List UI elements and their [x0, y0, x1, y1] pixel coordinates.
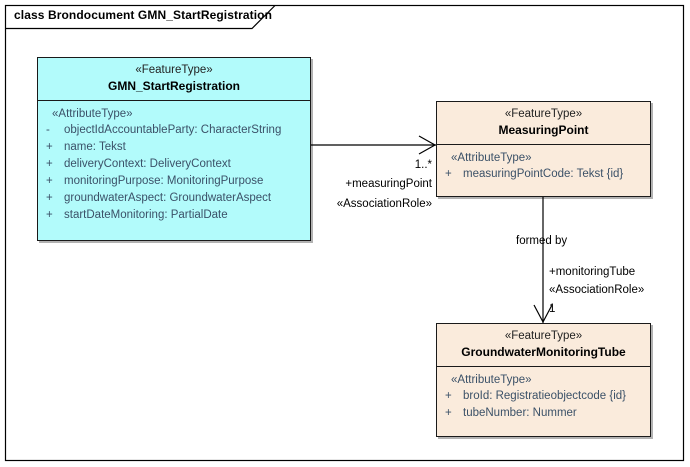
attribute-text: measuringPointCode: Tekst {id}	[463, 168, 624, 180]
assoc-monitoringtube-name: formed by	[516, 235, 568, 247]
attribute-row: + deliveryContext: DeliveryContext	[42, 156, 306, 173]
class-stereotype: «FeatureType»	[504, 330, 583, 342]
attribute-visibility: -	[46, 124, 50, 136]
class-attributes-gmn-startregistration: «AttributeType» - objectIdAccountablePart…	[38, 101, 310, 229]
assoc-measuringpoint-role: +measuringPoint	[345, 178, 432, 190]
attribute-row: - objectIdAccountableParty: CharacterStri…	[42, 122, 306, 139]
attribute-compartment-stereotype: «AttributeType»	[52, 108, 133, 120]
class-box-gmn-startregistration[interactable]: «FeatureType» GMN_StartRegistration «Att…	[37, 57, 311, 241]
attribute-visibility: +	[46, 141, 53, 153]
attribute-visibility: +	[445, 407, 452, 419]
assoc-measuringpoint-multiplicity: 1..*	[414, 159, 432, 171]
class-header-measuringpoint: «FeatureType» MeasuringPoint	[437, 102, 650, 145]
attribute-compartment-stereotype: «AttributeType»	[451, 152, 532, 164]
class-box-groundwatermonitoringtube[interactable]: «FeatureType» GroundwaterMonitoringTube …	[436, 323, 651, 437]
assoc-measuringpoint-arrowhead	[418, 135, 437, 155]
class-attributes-groundwatermonitoringtube: «AttributeType» + broId: Registratieobjec…	[437, 367, 650, 427]
attribute-text: groundwaterAspect: GroundwaterAspect	[64, 192, 272, 204]
class-header-groundwatermonitoringtube: «FeatureType» GroundwaterMonitoringTube	[437, 324, 650, 367]
attribute-row: + tubeNumber: Nummer	[441, 405, 646, 422]
class-name: MeasuringPoint	[498, 123, 589, 137]
class-stereotype: «FeatureType»	[504, 108, 583, 120]
attribute-text: startDateMonitoring: PartialDate	[64, 209, 228, 221]
attribute-row: + broId: Registratieobjectcode {id}	[441, 388, 646, 405]
attribute-text: monitoringPurpose: MonitoringPurpose	[64, 175, 264, 187]
attribute-visibility: +	[46, 175, 53, 187]
attribute-visibility: +	[445, 168, 452, 180]
attribute-text: objectIdAccountableParty: CharacterStrin…	[64, 124, 282, 136]
diagram-title: class Brondocument GMN_StartRegistration	[14, 8, 273, 22]
assoc-measuringpoint-role-stereotype: «AssociationRole»	[336, 198, 432, 210]
attribute-compartment-stereotype: «AttributeType»	[451, 374, 532, 386]
attribute-text: name: Tekst	[64, 141, 126, 153]
assoc-monitoringtube-role-stereotype: «AssociationRole»	[549, 284, 645, 296]
class-stereotype: «FeatureType»	[135, 64, 213, 76]
class-header-gmn-startregistration: «FeatureType» GMN_StartRegistration	[38, 58, 310, 101]
attribute-visibility: +	[46, 192, 53, 204]
class-name: GroundwaterMonitoringTube	[461, 345, 626, 359]
attribute-visibility: +	[46, 158, 53, 170]
assoc-monitoringtube-multiplicity: 1	[549, 303, 556, 315]
attribute-text: broId: Registratieobjectcode {id}	[463, 390, 627, 402]
class-attributes-measuringpoint: «AttributeType» + measuringPointCode: Tek…	[437, 145, 650, 188]
assoc-monitoringtube-role: +monitoringTube	[549, 266, 636, 278]
class-name: GMN_StartRegistration	[107, 79, 241, 93]
attribute-row: + startDateMonitoring: PartialDate	[42, 207, 306, 224]
attribute-row: + name: Tekst	[42, 139, 306, 156]
attribute-visibility: +	[445, 390, 452, 402]
attribute-visibility: +	[46, 209, 53, 221]
attribute-row: + groundwaterAspect: GroundwaterAspect	[42, 190, 306, 207]
attribute-row: + monitoringPurpose: MonitoringPurpose	[42, 173, 306, 190]
attribute-row: + measuringPointCode: Tekst {id}	[441, 166, 646, 183]
attribute-text: tubeNumber: Nummer	[463, 407, 577, 419]
attribute-text: deliveryContext: DeliveryContext	[64, 158, 231, 170]
class-box-measuringpoint[interactable]: «FeatureType» MeasuringPoint «AttributeT…	[436, 101, 651, 197]
